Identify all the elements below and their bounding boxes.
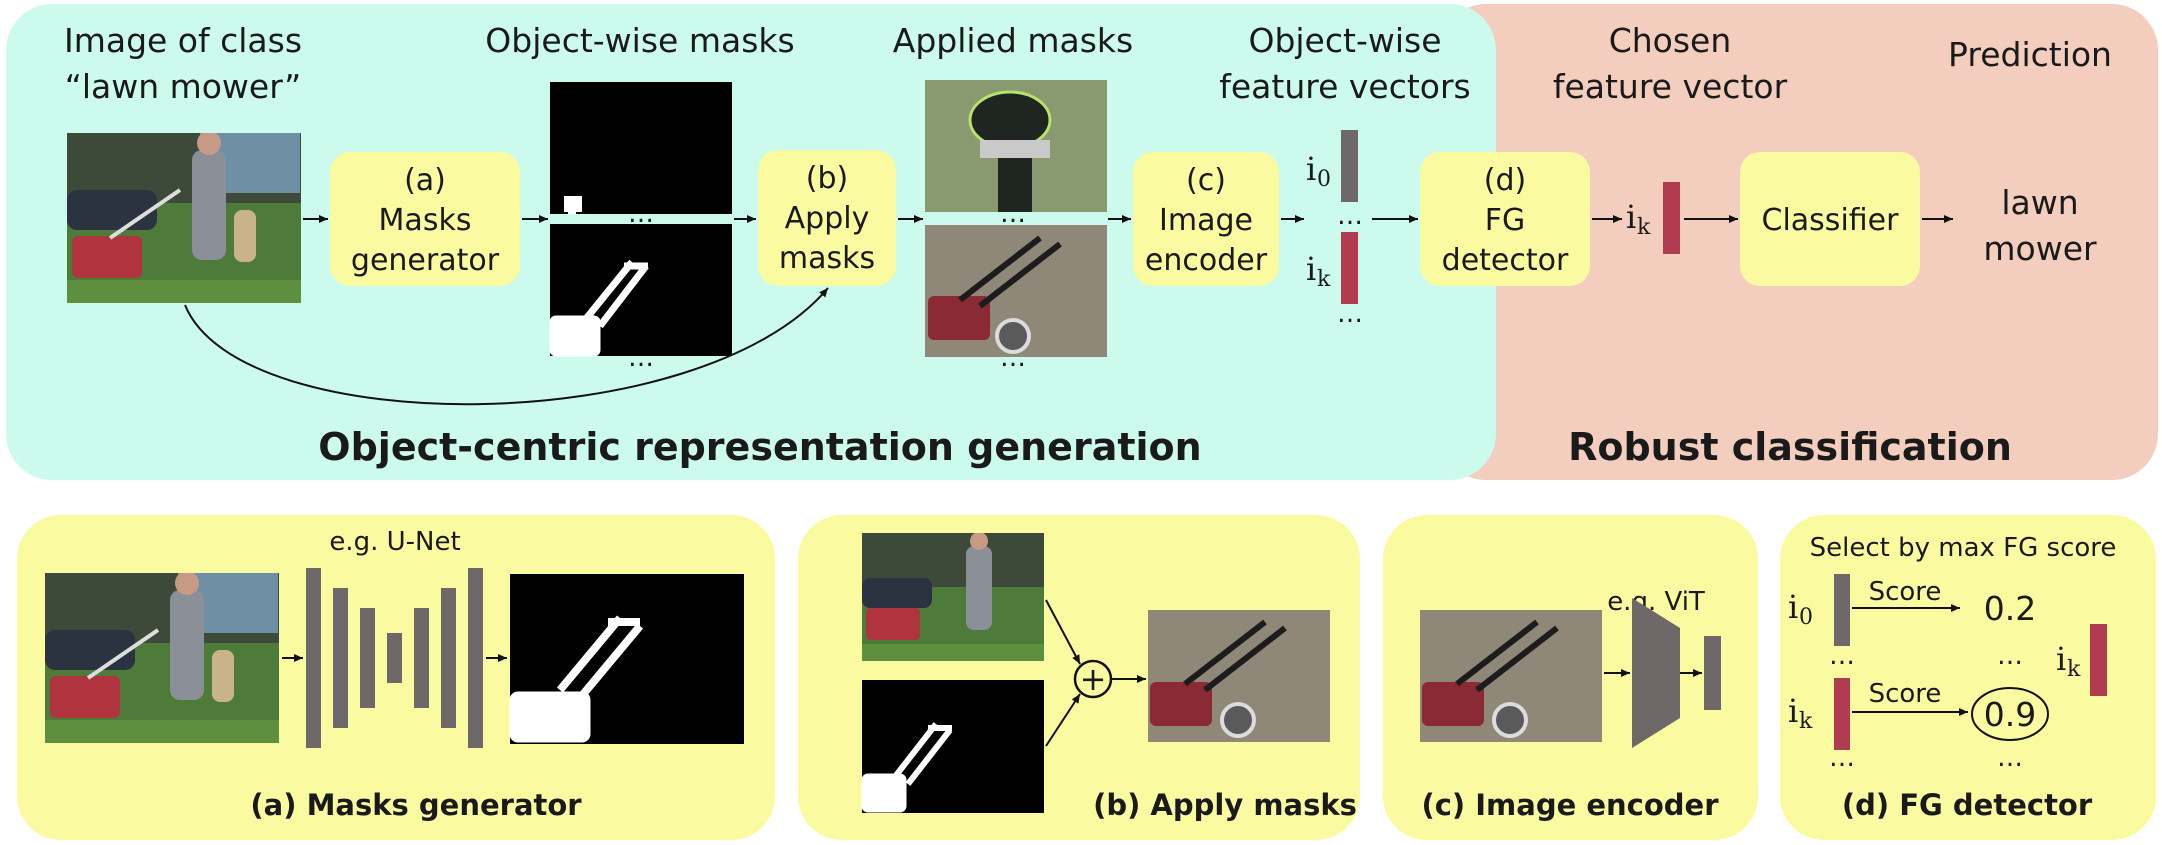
- heading-image-class-line1: Image of class: [64, 21, 302, 60]
- heading-prediction: Prediction: [1948, 35, 2112, 74]
- apply-masks-output: [1148, 610, 1330, 742]
- object-centric-panel: [6, 4, 1496, 480]
- image-encoder-box-line3: encoder: [1145, 243, 1268, 278]
- fg-detector-caption: (d) FG detector: [1842, 788, 2093, 822]
- plus-operator-symbol: +: [1080, 660, 1107, 698]
- applied-dots-bottom: …: [1000, 343, 1026, 373]
- classifier-box: [1740, 152, 1920, 286]
- fg-dots-mid-left: …: [1829, 641, 1855, 671]
- applied-mask-k: [925, 225, 1107, 357]
- vit-encoder-shape: [1632, 598, 1680, 748]
- section-title-object-centric: Object-centric representation generation: [318, 425, 1201, 469]
- fg-chosen-bar: [2090, 624, 2107, 696]
- fg-ik-bar: [1834, 678, 1850, 750]
- prediction-line2: mower: [1983, 229, 2097, 268]
- fg-score-label-k: Score: [1869, 679, 1942, 709]
- apply-masks-arrows: [1045, 599, 1146, 747]
- image-encoder-output-vector: [1704, 636, 1721, 710]
- fg-score-label-0: Score: [1869, 577, 1942, 607]
- fg-score-highlight: [1971, 687, 2049, 741]
- section-title-robust: Robust classification: [1568, 425, 2012, 469]
- apply-masks-input-photo: [862, 533, 1044, 661]
- fg-ik-label: i: [1788, 692, 1798, 730]
- fg-detector-box-line3: detector: [1442, 243, 1569, 278]
- vec-ik-sub: k: [1317, 267, 1331, 292]
- fg-dots-bottom-right: …: [1997, 743, 2023, 773]
- masks-generator-caption: (a) Masks generator: [250, 788, 582, 822]
- vec-dots-mid: …: [1337, 201, 1363, 231]
- image-encoder-box: [1133, 152, 1279, 286]
- fg-score-value-0: 0.2: [1984, 589, 2036, 628]
- heading-object-masks: Object-wise masks: [485, 21, 794, 60]
- fg-detector-box-line1: (d): [1484, 163, 1526, 198]
- apply-masks-box-line1: (b): [806, 161, 848, 196]
- apply-masks-box: [758, 150, 896, 286]
- applied-mask-0: [925, 80, 1107, 212]
- unet-layers: [306, 568, 483, 748]
- heading-feature-vectors-line1: Object-wise: [1248, 21, 1441, 60]
- mask-k-mower-silhouette: [549, 259, 649, 357]
- masks-generator-box-line3: generator: [351, 243, 500, 278]
- fg-dots-mid-right: …: [1997, 641, 2023, 671]
- chosen-vec-sub: k: [1637, 215, 1651, 240]
- mask-dots-bottom: …: [628, 343, 654, 373]
- image-encoder-caption: (c) Image encoder: [1421, 788, 1719, 822]
- plus-operator: [1073, 659, 1113, 699]
- heading-feature-vectors-line2: feature vectors: [1219, 67, 1471, 106]
- apply-masks-input-mask-silhouette: [861, 722, 953, 813]
- apply-masks-box-line3: masks: [779, 241, 875, 276]
- vec-dots-bottom: …: [1337, 299, 1363, 329]
- image-encoder-box-line2: Image: [1159, 203, 1253, 238]
- fg-score-arrows: [1852, 604, 1968, 716]
- chosen-vec-label: i: [1626, 198, 1636, 236]
- image-encoder-example: e.g. ViT: [1607, 587, 1705, 617]
- top-flow-arrows: [184, 215, 1953, 406]
- mask-0-blob: [564, 196, 582, 214]
- input-photo: [67, 133, 301, 303]
- fg-i0-label: i: [1788, 588, 1798, 626]
- fg-i0-bar: [1834, 574, 1850, 646]
- fg-detector-box-line2: FG: [1485, 203, 1526, 238]
- fg-detector-box: [1420, 152, 1590, 286]
- masks-generator-example: e.g. U-Net: [329, 527, 460, 557]
- heading-image-class-line2: “lawn mower”: [65, 67, 302, 106]
- heading-chosen-line1: Chosen: [1609, 21, 1732, 60]
- classifier-box-label: Classifier: [1762, 203, 1900, 238]
- fg-dots-bottom-left: …: [1829, 743, 1855, 773]
- masks-generator-input-photo: [45, 573, 279, 743]
- vec-i0-label: i: [1306, 150, 1316, 188]
- heading-chosen-line2: feature vector: [1553, 67, 1788, 106]
- chosen-vec-bar: [1663, 182, 1680, 254]
- vec-i0-bar: [1341, 130, 1358, 202]
- apply-masks-caption: (b) Apply masks: [1093, 788, 1357, 822]
- fg-score-value-k: 0.9: [1984, 695, 2036, 734]
- masks-generator-output-silhouette: [509, 615, 644, 743]
- masks-generator-box-line2: Masks: [379, 203, 472, 238]
- fg-chosen-sub: k: [2067, 657, 2081, 682]
- fg-detector-title: Select by max FG score: [1810, 533, 2117, 563]
- masks-generator-box-line1: (a): [404, 163, 446, 198]
- apply-masks-box-line2: Apply: [785, 201, 870, 236]
- vec-ik-label: i: [1306, 250, 1316, 288]
- image-encoder-input: [1420, 610, 1602, 742]
- prediction-line1: lawn: [2001, 183, 2078, 222]
- vec-i0-sub: 0: [1317, 167, 1331, 192]
- fg-i0-sub: 0: [1799, 605, 1813, 630]
- masks-generator-box: [330, 152, 520, 286]
- vec-ik-bar: [1341, 232, 1358, 304]
- image-encoder-box-line1: (c): [1186, 163, 1226, 198]
- fg-chosen-label: i: [2056, 640, 2066, 678]
- heading-applied-masks: Applied masks: [893, 21, 1133, 60]
- fg-detector-panel: [1780, 515, 2156, 840]
- applied-dots-mid: …: [1000, 199, 1026, 229]
- mask-0: [550, 82, 732, 214]
- fg-ik-sub: k: [1799, 709, 1813, 734]
